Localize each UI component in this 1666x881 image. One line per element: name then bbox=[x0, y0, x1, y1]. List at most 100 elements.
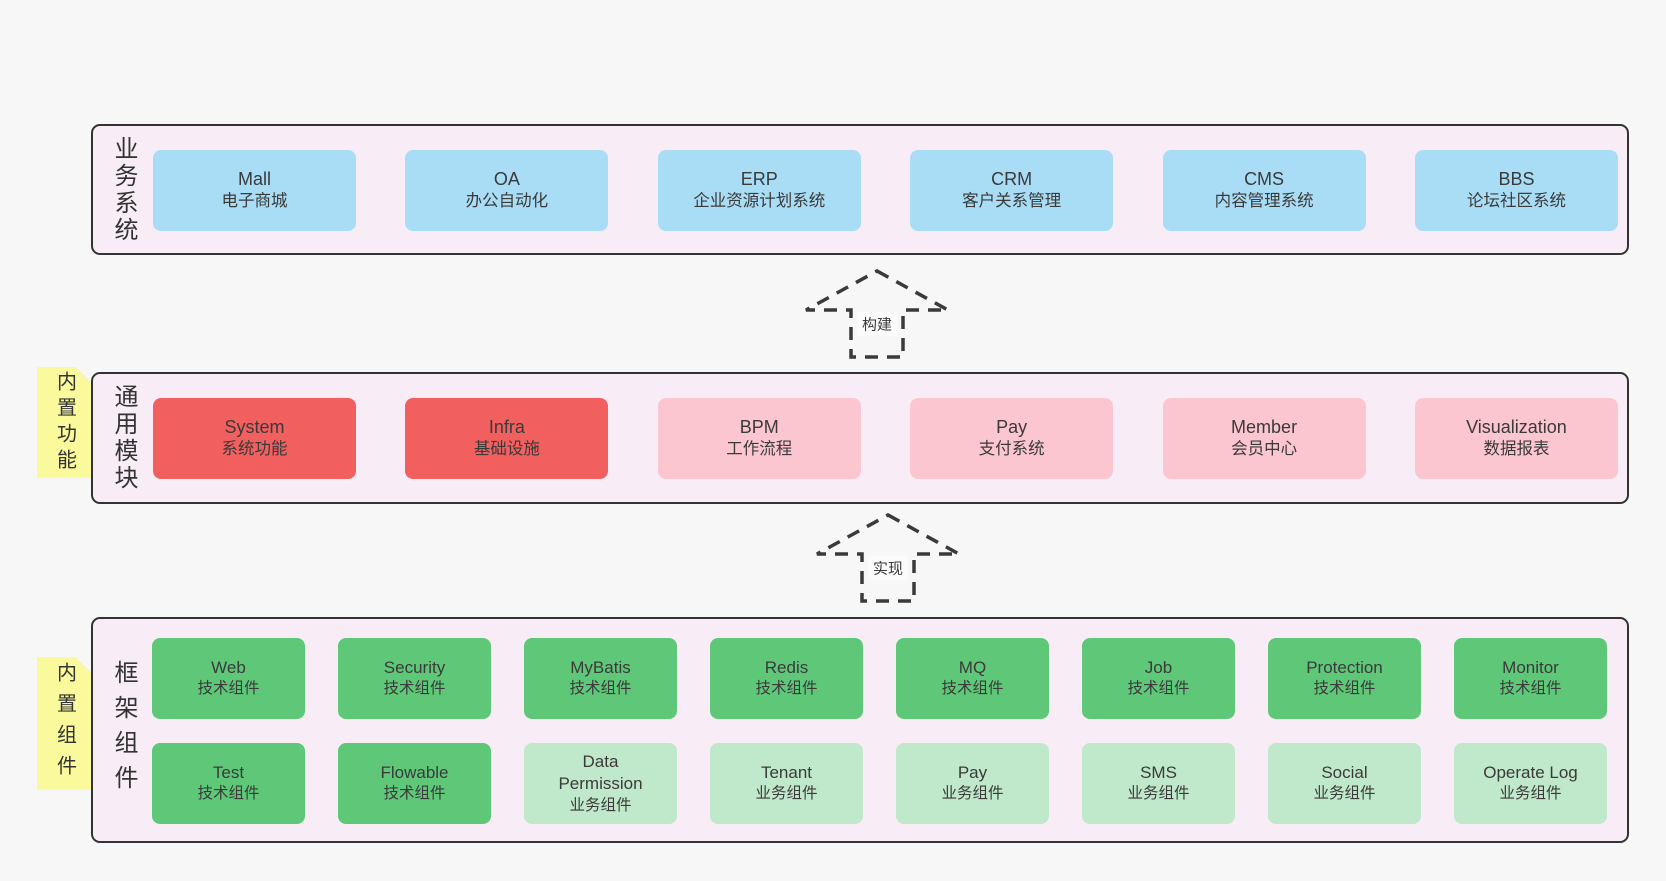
box-subtitle: 工作流程 bbox=[726, 440, 793, 459]
box-title: CRM bbox=[991, 168, 1033, 189]
box-title: Data Permission bbox=[558, 751, 643, 794]
box-member: Member 会员中心 bbox=[1162, 398, 1366, 479]
modules-box-row: System 系统功能 Infra 基础设施 BPM 工作流程 Pay 支付系统… bbox=[153, 398, 1618, 479]
box-subtitle: 业务组件 bbox=[569, 796, 632, 814]
box-subtitle: 业务组件 bbox=[941, 785, 1004, 803]
side-label-text: 业务系统 bbox=[110, 135, 137, 244]
box-crm: CRM 客户关系管理 bbox=[910, 150, 1114, 231]
box-title: MyBatis bbox=[570, 658, 631, 678]
box-redis: Redis 技术组件 bbox=[710, 638, 863, 719]
box-subtitle: 客户关系管理 bbox=[962, 192, 1062, 211]
box-title: Web bbox=[211, 658, 246, 678]
box-mq: MQ 技术组件 bbox=[896, 638, 1049, 719]
note-built-in-features-label: 内置功能 bbox=[53, 370, 76, 475]
box-tenant: Tenant 业务组件 bbox=[710, 743, 863, 824]
box-erp: ERP 企业资源计划系统 bbox=[657, 150, 861, 231]
box-title: Operate Log bbox=[1483, 763, 1578, 783]
box-title: Flowable bbox=[380, 763, 449, 783]
box-security: Security 技术组件 bbox=[338, 638, 491, 719]
box-subtitle: 会员中心 bbox=[1231, 440, 1298, 459]
note-built-in-components: 内置组件 bbox=[37, 657, 92, 790]
box-subtitle: 电子商城 bbox=[221, 192, 288, 211]
box-subtitle: 技术组件 bbox=[569, 680, 632, 698]
box-system: System 系统功能 bbox=[153, 398, 356, 479]
box-visualization: Visualization 数据报表 bbox=[1414, 398, 1618, 479]
box-monitor: Monitor 技术组件 bbox=[1454, 638, 1607, 719]
components-box-row-1: Web 技术组件 Security 技术组件 MyBatis 技术组件 Redi… bbox=[152, 638, 1607, 719]
box-subtitle: 论坛社区系统 bbox=[1466, 192, 1566, 211]
box-pay: Pay 支付系统 bbox=[910, 398, 1114, 479]
box-subtitle: 技术组件 bbox=[1127, 680, 1190, 698]
box-subtitle: 业务组件 bbox=[1127, 785, 1190, 803]
box-title: CMS bbox=[1244, 168, 1285, 189]
box-subtitle: 数据报表 bbox=[1483, 440, 1550, 459]
side-label-text: 通用模块 bbox=[110, 384, 137, 492]
note-built-in-components-label: 内置组件 bbox=[53, 661, 76, 786]
box-title: Redis bbox=[764, 658, 809, 678]
box-subtitle: 办公自动化 bbox=[465, 192, 549, 211]
box-mybatis: MyBatis 技术组件 bbox=[524, 638, 677, 719]
build-arrow-label: 构建 bbox=[856, 311, 898, 337]
box-social: Social 业务组件 bbox=[1268, 743, 1421, 824]
box-title: Pay bbox=[996, 416, 1028, 437]
section-business-systems: 业务系统 Mall 电子商城 OA 办公自动化 ERP 企业资源计划系统 CRM… bbox=[91, 124, 1629, 255]
box-title: MQ bbox=[958, 658, 987, 678]
box-operate-log: Operate Log 业务组件 bbox=[1454, 743, 1607, 824]
box-title: Pay bbox=[957, 763, 988, 783]
box-sms: SMS 业务组件 bbox=[1082, 743, 1235, 824]
box-cms: CMS 内容管理系统 bbox=[1162, 150, 1366, 231]
note-built-in-features: 内置功能 bbox=[37, 367, 92, 478]
box-subtitle: 技术组件 bbox=[383, 785, 446, 803]
box-mall: Mall 电子商城 bbox=[153, 150, 356, 231]
box-title: Social bbox=[1321, 763, 1368, 783]
box-subtitle: 技术组件 bbox=[1499, 680, 1562, 698]
box-oa: OA 办公自动化 bbox=[405, 150, 609, 231]
section-framework-components-label: 框架组件 bbox=[93, 619, 153, 841]
box-title: Tenant bbox=[760, 763, 813, 783]
box-title: Monitor bbox=[1502, 658, 1559, 678]
box-subtitle: 技术组件 bbox=[941, 680, 1004, 698]
box-title: OA bbox=[493, 168, 520, 189]
box-subtitle: 技术组件 bbox=[383, 680, 446, 698]
box-bpm: BPM 工作流程 bbox=[657, 398, 861, 479]
implement-arrow-icon: 实现 bbox=[813, 512, 963, 604]
section-framework-components: 框架组件 Web 技术组件 Security 技术组件 MyBatis 技术组件… bbox=[91, 617, 1629, 843]
box-title: Mall bbox=[237, 168, 271, 189]
box-subtitle: 系统功能 bbox=[221, 440, 288, 459]
build-arrow-icon: 构建 bbox=[802, 268, 952, 360]
implement-arrow-label: 实现 bbox=[867, 555, 909, 581]
box-title: BBS bbox=[1498, 168, 1535, 189]
box-protection: Protection 技术组件 bbox=[1268, 638, 1421, 719]
box-job: Job 技术组件 bbox=[1082, 638, 1235, 719]
box-title: Visualization bbox=[1466, 416, 1567, 437]
section-common-modules-label: 通用模块 bbox=[93, 374, 153, 502]
box-bbs: BBS 论坛社区系统 bbox=[1414, 150, 1618, 231]
side-label-text: 框架组件 bbox=[110, 660, 137, 800]
box-title: Job bbox=[1144, 658, 1173, 678]
box-data-permission: Data Permission 业务组件 bbox=[524, 743, 677, 824]
box-title: SMS bbox=[1140, 763, 1177, 783]
box-subtitle: 技术组件 bbox=[197, 680, 260, 698]
box-title: Test bbox=[212, 763, 245, 783]
box-title: BPM bbox=[739, 416, 779, 437]
box-subtitle: 业务组件 bbox=[1499, 785, 1562, 803]
box-title: Member bbox=[1231, 416, 1298, 437]
box-title: Infra bbox=[488, 416, 525, 437]
box-subtitle: 技术组件 bbox=[1313, 680, 1376, 698]
box-title: System bbox=[224, 416, 285, 437]
box-pay-biz: Pay 业务组件 bbox=[896, 743, 1049, 824]
box-subtitle: 内容管理系统 bbox=[1214, 192, 1314, 211]
box-title: ERP bbox=[740, 168, 778, 189]
section-common-modules: 通用模块 System 系统功能 Infra 基础设施 BPM 工作流程 Pay… bbox=[91, 372, 1629, 504]
box-subtitle: 技术组件 bbox=[755, 680, 818, 698]
box-title: Security bbox=[383, 658, 446, 678]
box-subtitle: 技术组件 bbox=[197, 785, 260, 803]
business-box-row: Mall 电子商城 OA 办公自动化 ERP 企业资源计划系统 CRM 客户关系… bbox=[153, 150, 1618, 231]
box-subtitle: 业务组件 bbox=[1313, 785, 1376, 803]
components-box-row-2: Test 技术组件 Flowable 技术组件 Data Permission … bbox=[152, 743, 1607, 824]
box-subtitle: 企业资源计划系统 bbox=[693, 192, 826, 211]
box-subtitle: 基础设施 bbox=[473, 440, 540, 459]
box-infra: Infra 基础设施 bbox=[405, 398, 609, 479]
box-subtitle: 支付系统 bbox=[978, 440, 1045, 459]
